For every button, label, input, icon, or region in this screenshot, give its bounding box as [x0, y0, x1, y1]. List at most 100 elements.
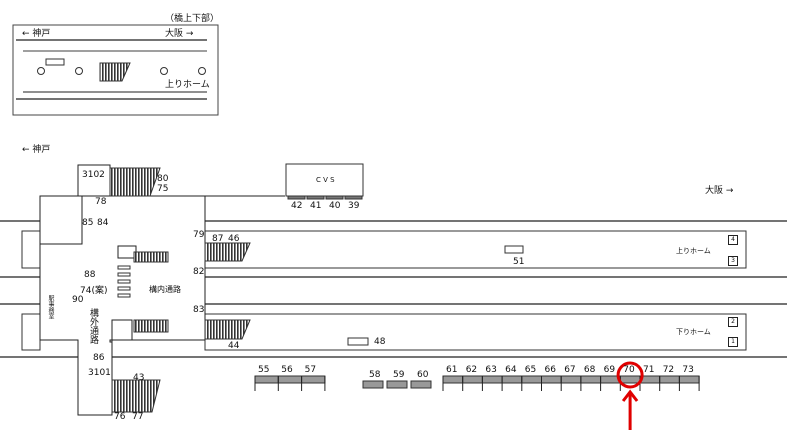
label-87: 87	[212, 234, 224, 244]
label-88: 88	[84, 270, 96, 280]
slot-72	[659, 375, 680, 384]
slot-label-69: 69	[603, 365, 616, 375]
cvs-slot-label-39: 39	[348, 201, 360, 211]
label-80: 80	[157, 174, 169, 184]
slot-label-63: 63	[485, 365, 497, 375]
inner-passage-label: 構内通路	[149, 285, 181, 294]
slot-60	[410, 380, 432, 389]
slot-label-64: 64	[505, 365, 517, 375]
station-office-label: 駅事務室	[47, 295, 54, 319]
label-46: 46	[228, 234, 240, 244]
slot-67	[560, 375, 582, 384]
slot-59	[386, 380, 408, 389]
slot-63	[481, 375, 503, 384]
cvs-slot-label-40: 40	[329, 201, 341, 211]
slot-label-72: 72	[662, 365, 675, 375]
slot-55	[254, 375, 279, 384]
label-83: 83	[193, 305, 205, 315]
label-78: 78	[95, 197, 107, 207]
slot-label-65: 65	[524, 365, 537, 375]
slot-label-67: 67	[564, 365, 576, 375]
track-2: 2	[728, 317, 738, 327]
label-3101: 3101	[88, 368, 111, 378]
label-82: 82	[193, 267, 205, 277]
highlight-circle	[616, 361, 644, 389]
slot-61	[442, 375, 464, 384]
right-direction: 大阪 →	[705, 186, 734, 196]
slot-64	[501, 375, 523, 384]
cvs-slot-label-42: 42	[291, 201, 303, 211]
label-51: 51	[513, 257, 525, 267]
slot-label-66: 66	[544, 365, 556, 375]
inset-frame	[12, 24, 219, 116]
slot-58	[362, 380, 384, 389]
gates	[117, 265, 131, 298]
slot-label-59: 59	[393, 370, 405, 380]
label-44: 44	[228, 341, 240, 351]
slot-label-70: 70	[623, 365, 635, 375]
slot-label-61: 61	[446, 365, 458, 375]
highlight-marker	[616, 361, 644, 430]
inset-tracks	[16, 39, 207, 100]
slot-label-73: 73	[682, 365, 694, 375]
slot-73	[678, 375, 700, 384]
slot-group	[254, 195, 700, 391]
cvs-slot-42	[287, 195, 306, 200]
sign-51-icon	[504, 245, 524, 254]
label-76: 76	[114, 412, 126, 422]
slot-70	[619, 375, 641, 384]
label-75: 75	[157, 184, 169, 194]
down-platform-label: 下りホーム	[676, 328, 711, 336]
track-4: 4	[728, 235, 738, 245]
slot-62	[462, 375, 483, 384]
station-building	[39, 164, 206, 416]
slot-57	[301, 375, 326, 384]
label-43: 43	[133, 373, 145, 383]
slot-label-71: 71	[643, 365, 655, 375]
left-direction: ← 神戸	[22, 145, 51, 155]
sign-48-icon	[347, 337, 369, 346]
label-86: 86	[93, 353, 105, 363]
label-90: 90	[72, 295, 84, 305]
slot-label-57: 57	[304, 365, 317, 375]
inset-left-direction: ← 神戸	[22, 29, 51, 39]
label-74: 74(案)	[80, 286, 108, 296]
up-platform	[204, 230, 747, 269]
cvs-slot-41	[306, 195, 325, 200]
inset-right-direction: 大阪 →	[165, 29, 194, 39]
outer-passage-label: 構外通路	[88, 308, 98, 344]
cvs-slot-label-41: 41	[310, 201, 322, 211]
slot-65	[521, 375, 542, 384]
inset-platform-label: 上りホーム	[165, 80, 210, 90]
slot-label-58: 58	[369, 370, 381, 380]
cvs-box	[285, 163, 364, 197]
slot-label-56: 56	[281, 365, 293, 375]
cvs-slot-40	[325, 195, 344, 200]
label-48: 48	[374, 337, 386, 347]
inset-pillars	[37, 67, 206, 75]
label-3102: 3102	[82, 170, 105, 180]
inset-stairs-icon	[99, 62, 131, 82]
label-84: 84	[97, 218, 109, 228]
slot-label-60: 60	[417, 370, 429, 380]
slot-label-55: 55	[258, 365, 270, 375]
inset-sign-icon	[45, 58, 65, 66]
stairs-south-icon	[111, 379, 161, 413]
label-79: 79	[193, 230, 205, 240]
slot-66	[541, 375, 562, 384]
slot-68	[580, 375, 602, 384]
cvs-label: C V S	[316, 176, 335, 184]
down-platform	[204, 313, 747, 351]
cvs-slot-39	[344, 195, 363, 200]
slot-label-68: 68	[583, 365, 596, 375]
stairs-up-platform-icon	[204, 242, 251, 262]
track-3: 3	[728, 256, 738, 266]
slot-56	[277, 375, 303, 384]
label-85: 85	[82, 218, 94, 228]
up-platform-label: 上りホーム	[676, 247, 711, 255]
label-77: 77	[132, 412, 144, 422]
inset-caption: （橋上下部）	[165, 14, 220, 24]
stairs-north-icon	[109, 167, 161, 197]
